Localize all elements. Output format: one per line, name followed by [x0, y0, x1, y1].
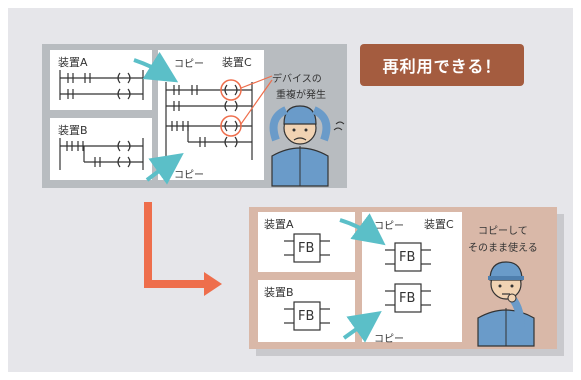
fb-label-device-c-2: FB: [399, 291, 416, 306]
warning-text-line2: 重複が発生: [276, 90, 326, 101]
reusable-badge-text: 再利用できる！: [382, 57, 502, 76]
transition-arrow-head: [204, 272, 222, 296]
warning-pointer-1: [240, 75, 273, 89]
fb-block-device-a: [284, 233, 330, 263]
bottom-device-b-box: 装置B: [258, 280, 355, 342]
ladder-diagram-device-a: [59, 70, 144, 100]
top-copy-label-2: コピー: [174, 170, 204, 181]
reusable-badge: 再利用できる！: [360, 44, 524, 86]
fb-label-device-a: FB: [298, 241, 315, 256]
bottom-device-c-label: 装置C: [424, 218, 454, 231]
duplicate-highlight-2: [220, 115, 242, 137]
top-copy-label-1: コピー: [174, 59, 204, 70]
note-text-line1: コピーして: [478, 226, 528, 237]
top-device-b-label: 装置B: [58, 124, 88, 137]
transition-arrow: [144, 202, 208, 288]
fb-block-device-c-1: [385, 242, 431, 272]
bottom-copy-arrow-2: [342, 311, 382, 343]
warning-text-line1: デバイスの: [272, 74, 322, 85]
warning-pointer-2: [240, 79, 273, 125]
fb-label-device-b: FB: [298, 309, 315, 324]
bottom-device-b-label: 装置B: [264, 286, 294, 299]
fb-block-device-c-2: [385, 283, 431, 313]
top-copy-arrow-2: [145, 153, 184, 185]
top-device-a-label: 装置A: [58, 56, 88, 69]
top-device-c-label: 装置C: [222, 56, 252, 69]
ladder-diagram-device-c: [165, 82, 253, 160]
worried-worker-illustration: [269, 105, 345, 187]
duplicate-highlight-1: [220, 79, 242, 101]
bottom-copy-label-2: コピー: [374, 334, 404, 345]
bottom-copy-arrow-1: [339, 213, 386, 246]
thinking-worker-illustration: [477, 261, 535, 347]
fb-block-device-b: [284, 301, 330, 331]
top-copy-arrow-1: [133, 51, 179, 83]
ladder-diagram-device-b: [59, 138, 144, 170]
bottom-copy-label-1: コピー: [374, 221, 404, 232]
fb-label-device-c-1: FB: [399, 250, 416, 265]
note-text-line2: そのまま使える: [468, 243, 538, 254]
bottom-device-a-label: 装置A: [264, 218, 294, 231]
